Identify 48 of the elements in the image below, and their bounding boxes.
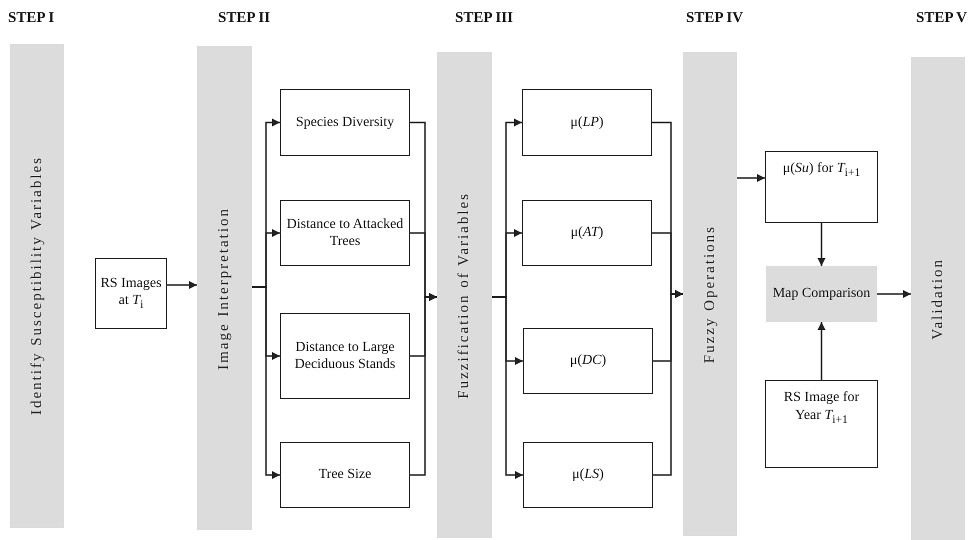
band-label: Fuzzification of Variables: [456, 192, 473, 398]
comparison-box: [766, 266, 877, 322]
step-label: STEP I: [8, 10, 54, 27]
arrow: [653, 290, 683, 476]
box-label: RS Image for Year T$_{i+1}$: [782, 389, 860, 427]
arrow: [167, 281, 197, 289]
box-label: Species Diversity: [294, 114, 396, 132]
arrow: [877, 290, 911, 298]
arrow: [818, 322, 826, 380]
box-label: μ(DC): [568, 352, 608, 370]
arrow: [818, 223, 826, 266]
process-box: [280, 200, 410, 266]
step-band: [911, 57, 965, 540]
step-label: STEP II: [218, 10, 270, 27]
step-band: [197, 46, 252, 530]
box-label: Tree Size: [318, 466, 372, 484]
process-box: [280, 442, 410, 508]
box-label: μ(LS): [571, 466, 605, 484]
process-box: [523, 442, 653, 508]
box-label: Map Comparison: [772, 285, 872, 303]
box-label: μ(AT): [570, 224, 604, 242]
box-label: RS Images at T$_{i}$: [99, 274, 163, 312]
band-label: Image Interpretation: [216, 206, 233, 370]
step-label: STEP V: [916, 10, 967, 27]
step-label: STEP IV: [686, 10, 744, 27]
process-box: [522, 200, 652, 266]
process-box: [523, 328, 653, 394]
process-box: [95, 258, 167, 329]
step-label: STEP III: [455, 10, 513, 27]
box-label: μ(LP): [569, 114, 605, 132]
process-box: [765, 380, 878, 468]
arrow: [492, 296, 523, 479]
band-label: Validation: [930, 258, 946, 340]
process-box: [765, 151, 878, 223]
process-box: [280, 89, 410, 156]
step-band: [437, 52, 492, 538]
process-box: [522, 89, 652, 156]
box-label: μ(Su) for T$_{i+1}$: [782, 160, 862, 180]
arrow: [410, 293, 437, 476]
box-label: Distance to Large Deciduous Stands: [294, 338, 396, 374]
arrow: [737, 174, 765, 182]
band-label: Identify Susceptibility Variables: [28, 156, 46, 416]
step-band: [10, 44, 64, 528]
arrow: [252, 286, 280, 479]
box-label: Distance to Attacked Trees: [286, 216, 404, 250]
process-box: [280, 313, 410, 399]
band-label: Fuzzy Operations: [702, 224, 718, 364]
step-band: [683, 52, 737, 536]
